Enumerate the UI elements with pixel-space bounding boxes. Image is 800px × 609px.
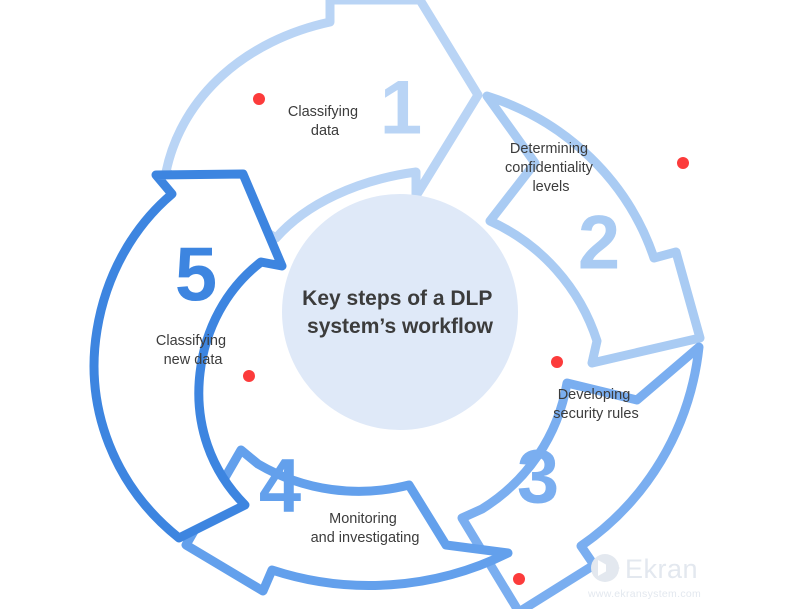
accent-dot xyxy=(253,93,265,105)
step-3-label: Developing security rules xyxy=(553,387,638,422)
center-title: Key steps of a DLP system’s workflow xyxy=(302,287,498,338)
cycle-step-3[interactable]: 3 Developing security rules xyxy=(457,342,704,609)
watermark-brand: Ekran xyxy=(625,554,698,584)
step-2-number: 2 xyxy=(578,201,620,286)
step-3-number: 3 xyxy=(517,435,559,520)
double-chevron-icon xyxy=(591,554,620,582)
step-5-number: 5 xyxy=(175,233,217,318)
accent-dot xyxy=(513,573,525,585)
step-5-arrow-shape xyxy=(89,169,287,543)
step-4-arrow-shape xyxy=(181,445,513,596)
accent-dot xyxy=(677,157,689,169)
step-5-label: Classifying new data xyxy=(156,333,230,368)
step-2-arrow-shape xyxy=(482,91,705,368)
accent-dot xyxy=(551,356,563,368)
step-2-label: Determining confidentiality levels xyxy=(505,141,597,195)
cycle-step-2[interactable]: 2 Determining confidentiality levels xyxy=(482,91,705,368)
ekran-watermark: Ekran www.ekransystem.com xyxy=(587,554,701,600)
step-4-label: Monitoring and investigating xyxy=(311,511,420,546)
accent-dot xyxy=(243,370,255,382)
step-4-number: 4 xyxy=(259,444,301,529)
step-1-label: Classifying data xyxy=(288,104,362,139)
step-1-number: 1 xyxy=(380,66,422,151)
center-hub-circle xyxy=(282,194,518,430)
step-3-arrow-shape xyxy=(457,342,704,609)
cycle-step-4[interactable]: 4 Monitoring and investigating xyxy=(181,444,513,596)
watermark-url: www.ekransystem.com xyxy=(587,588,701,600)
accent-dot-group xyxy=(243,93,689,585)
cycle-step-5[interactable]: 5 Classifying new data xyxy=(89,169,287,543)
